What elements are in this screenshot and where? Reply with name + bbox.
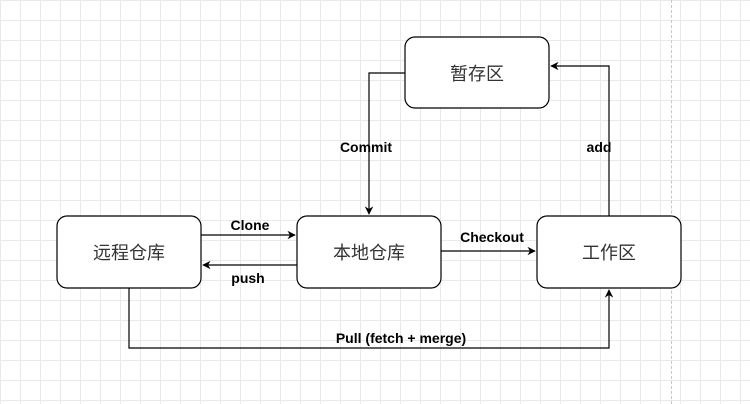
edge-add-arrow (550, 61, 610, 216)
node-local-repo[interactable]: 本地仓库 (296, 215, 442, 289)
node-remote-label: 远程仓库 (93, 243, 165, 264)
node-local-label: 本地仓库 (333, 243, 405, 264)
edge-clone-label: Clone (231, 217, 270, 233)
node-remote-repo[interactable]: 远程仓库 (56, 215, 202, 289)
edge-push-label: push (231, 270, 264, 286)
edge-checkout-label: Checkout (460, 229, 524, 245)
node-staging-label: 暂存区 (450, 64, 504, 85)
node-workspace[interactable]: 工作区 (536, 215, 682, 289)
edge-commit-arrow (364, 72, 405, 215)
edge-add-label: add (587, 139, 612, 155)
node-workspace-label: 工作区 (582, 243, 636, 264)
edge-pull-arrow (128, 288, 614, 349)
edge-pull-label: Pull (fetch + merge) (336, 330, 466, 346)
node-staging-area[interactable]: 暂存区 (404, 36, 550, 109)
edge-commit-label: Commit (340, 139, 392, 155)
page-boundary-line (671, 0, 672, 404)
